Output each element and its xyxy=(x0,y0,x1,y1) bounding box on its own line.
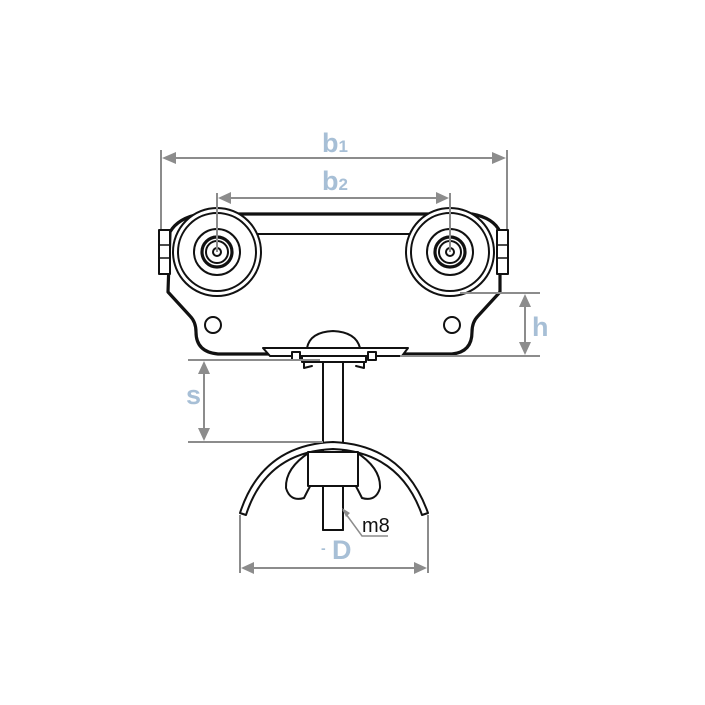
b1-label: b1 xyxy=(322,128,348,158)
thread-annotation: m8 xyxy=(342,508,390,537)
b2-label: b2 xyxy=(322,166,348,196)
m8-leader-arrow xyxy=(342,508,350,517)
swivel-tab-left xyxy=(291,351,301,361)
bracket-left xyxy=(158,229,171,275)
wing-nut-body xyxy=(307,451,359,487)
s-arrow-top xyxy=(198,361,210,374)
b2-arrow-right xyxy=(436,192,449,204)
dimension-b1: b1 xyxy=(160,128,508,245)
dome-cap xyxy=(306,330,361,349)
h-label: h xyxy=(532,312,549,342)
d-label: D xyxy=(332,535,352,565)
dimension-s: s xyxy=(186,359,323,443)
d-arrow-right xyxy=(414,562,427,574)
b2-arrow-left xyxy=(218,192,231,204)
s-arrow-bottom xyxy=(198,428,210,441)
mounting-hole-right xyxy=(443,316,461,334)
m8-label: m8 xyxy=(362,515,390,537)
bracket-right xyxy=(496,229,509,275)
h-arrow-top xyxy=(519,294,531,307)
d-arrow-left xyxy=(241,562,254,574)
dimension-h: h xyxy=(400,292,549,357)
b1-arrow-left xyxy=(162,152,176,164)
dimension-b2: b2 xyxy=(216,166,451,252)
d-prefix: - xyxy=(321,540,326,556)
b1-arrow-right xyxy=(492,152,506,164)
dome-shell xyxy=(239,441,429,516)
s-label: s xyxy=(186,380,201,410)
swivel-clips xyxy=(303,361,365,369)
dome-hanger xyxy=(239,441,429,531)
swivel-plate xyxy=(262,347,409,357)
bolt-end xyxy=(322,485,344,531)
m8-leader-line xyxy=(342,509,388,537)
mounting-hole-left xyxy=(204,316,222,334)
swivel-tab-right xyxy=(367,351,377,361)
h-arrow-bottom xyxy=(519,342,531,355)
dimension-d: - D xyxy=(239,515,429,574)
